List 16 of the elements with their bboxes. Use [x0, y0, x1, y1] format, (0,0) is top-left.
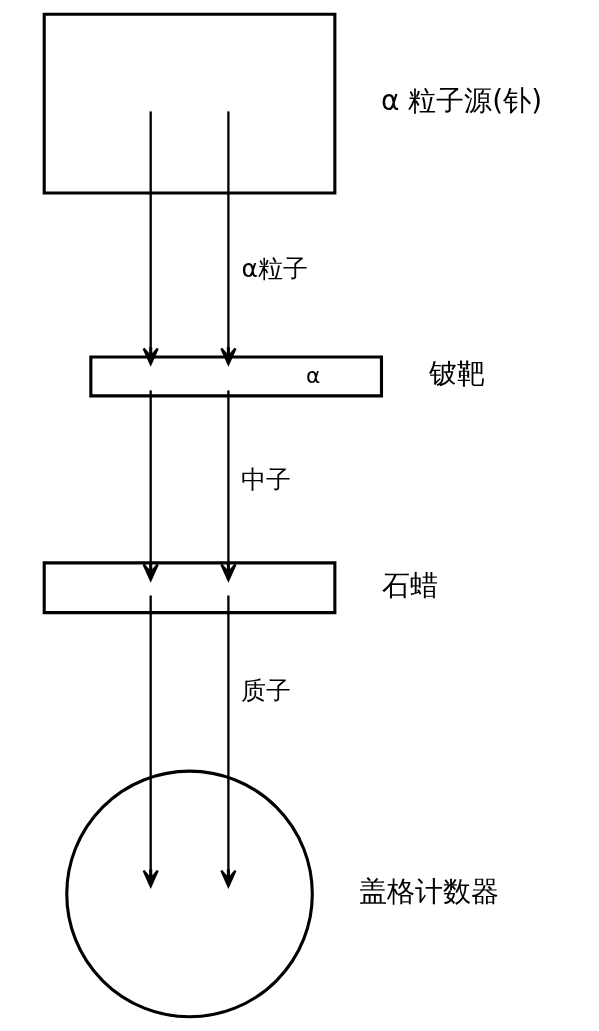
arrow: [142, 595, 159, 888]
node-box: [42, 12, 337, 195]
edge-label: 中子: [240, 464, 291, 494]
node-label: 铍靶: [428, 357, 485, 391]
arrow: [142, 111, 159, 366]
node-label: 盖格计数器: [358, 874, 499, 908]
node-box: α: [89, 355, 384, 398]
node-circle: [65, 769, 314, 1019]
edge-label: 质子: [240, 676, 291, 706]
arrow: [220, 111, 237, 366]
edge-label: α粒子: [241, 253, 308, 283]
node-label: 石蜡: [382, 568, 439, 602]
arrow: [220, 595, 237, 888]
node-label: α 粒子源(钋): [380, 84, 543, 118]
arrow: [220, 390, 237, 582]
arrow: [142, 390, 159, 582]
